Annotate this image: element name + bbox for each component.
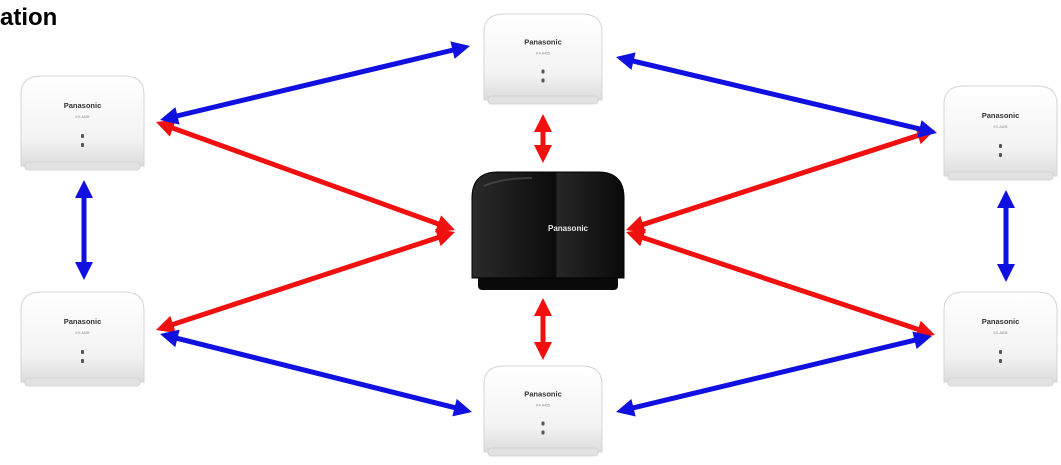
repeater-model-label: KX-A405: [75, 331, 89, 335]
status-led-icon: [541, 421, 545, 426]
link-left-upper-left-lower: [75, 180, 93, 280]
status-led-icon: [81, 134, 84, 138]
repeater-brand-label: Panasonic: [64, 101, 102, 110]
status-led-icon: [999, 153, 1002, 157]
diagram-title: ation: [0, 4, 58, 31]
link-hub-left-lower: [156, 229, 455, 333]
link-top-right-upper: [616, 52, 937, 138]
link-hub-right-upper: [626, 126, 935, 234]
status-led-icon: [999, 144, 1002, 148]
status-led-icon: [999, 350, 1002, 354]
status-led-icon: [81, 359, 84, 363]
link-bottom-right-lower: [616, 331, 932, 417]
status-led-icon: [541, 69, 545, 74]
repeater-model-label: KX-A405: [75, 115, 89, 119]
status-led-icon: [81, 350, 84, 354]
repeater-brand-label: Panasonic: [524, 390, 562, 399]
repeater-model-label: KX-A405: [536, 404, 550, 408]
link-hub-bottom: [534, 298, 552, 360]
repeater-brand-label: Panasonic: [524, 38, 562, 47]
link-right-upper-right-lower: [997, 190, 1015, 282]
status-led-icon: [999, 359, 1002, 363]
repeater-model-label: KX-A405: [536, 52, 550, 56]
link-left-upper-top: [160, 41, 470, 125]
status-led-icon: [81, 143, 84, 147]
repeater-brand-label: Panasonic: [64, 317, 102, 326]
link-hub-left-upper: [156, 119, 455, 233]
status-led-icon: [541, 430, 545, 435]
repeater-model-label: KX-A405: [993, 125, 1007, 129]
repeater-brand-label: Panasonic: [982, 317, 1020, 326]
link-hub-top: [534, 114, 552, 163]
repeater-model-label: KX-A405: [993, 331, 1007, 335]
hub-unit: Panasonic: [471, 171, 625, 290]
repeater-brand-label: Panasonic: [982, 111, 1020, 120]
status-led-icon: [541, 78, 545, 83]
hub-brand-label: Panasonic: [548, 224, 589, 233]
link-hub-right-lower: [626, 229, 935, 338]
link-left-lower-bottom: [160, 329, 472, 417]
